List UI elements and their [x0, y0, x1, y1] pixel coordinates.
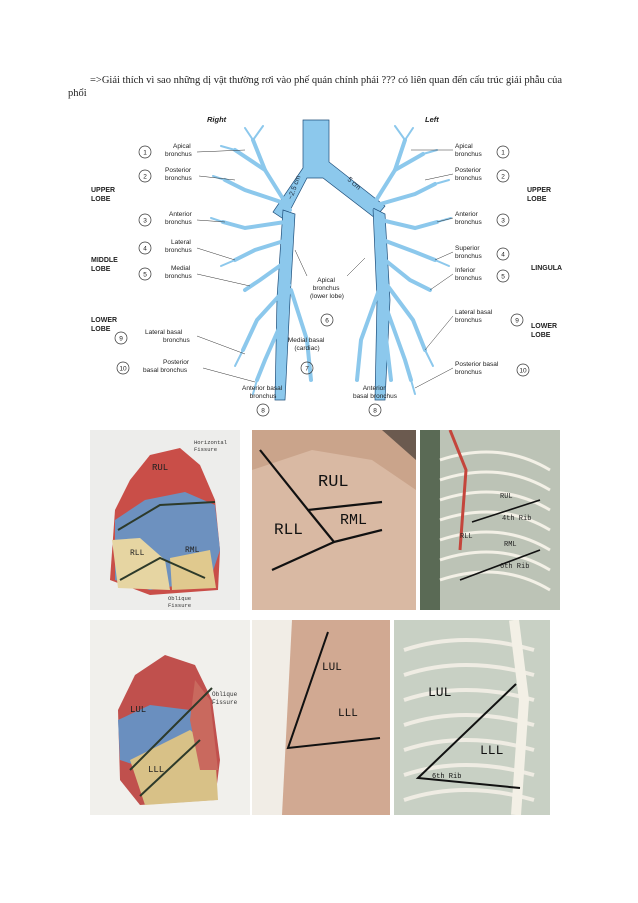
- photo5-lul: LUL: [322, 662, 342, 674]
- num-anterior-basal-right: 8: [261, 408, 265, 415]
- num-right-9: 9: [119, 336, 123, 343]
- num-left-3: 3: [501, 218, 505, 225]
- lobe-right-middle: MIDDLE LOBE: [91, 257, 120, 273]
- photo-body-right: RUL RML RLL: [252, 430, 416, 610]
- question-text: =>Giải thích vì sao những dị vật thường …: [68, 74, 568, 100]
- num-left-4: 4: [501, 252, 505, 259]
- photo6-rib6: 6th Rib: [432, 773, 461, 781]
- bronchi-tree: [273, 120, 390, 400]
- num-left-9: 9: [515, 318, 519, 325]
- photo3-rib6: 6th Rib: [500, 563, 529, 571]
- num-anterior-basal-left: 8: [373, 408, 377, 415]
- label-apical-lower: Apical bronchus (lower lobe): [310, 277, 344, 300]
- num-left-1: 1: [501, 150, 505, 157]
- photo-body-left: LUL LLL: [252, 620, 390, 815]
- photo1-rml: RML: [185, 546, 200, 555]
- label-medial-basal: Medial basal (cardiac): [288, 337, 326, 352]
- num-right-4: 4: [143, 246, 147, 253]
- photo-lung-model-right: RUL RLL RML Horizontal Fissure Oblique F…: [90, 430, 240, 610]
- photo-skeleton-right: RUL 4th Rib RML 6th Rib RLL: [420, 430, 560, 610]
- lobe-left-upper: UPPER LOBE: [527, 187, 553, 203]
- lobe-right-lower: LOWER LOBE: [91, 317, 119, 333]
- photo4-lll: LLL: [148, 765, 164, 775]
- num-right-3: 3: [143, 218, 147, 225]
- num-left-10: 10: [519, 368, 527, 375]
- photo1-oblique-fissure: Oblique Fissure: [168, 595, 194, 609]
- photo6-lll: LLL: [480, 743, 503, 758]
- lobe-left-lower: LOWER LOBE: [531, 323, 559, 339]
- side-label-right: Right: [207, 115, 227, 124]
- photo2-rul: RUL: [318, 473, 349, 492]
- photo1-rll: RLL: [130, 549, 145, 558]
- photo2-rml: RML: [340, 512, 367, 529]
- num-right-10: 10: [119, 366, 127, 373]
- label-anterior-basal-left: Anterior basal bronchus: [353, 385, 398, 400]
- photo-lung-model-left: LUL LLL Oblique Fissure: [90, 620, 250, 815]
- photo3-rul: RUL: [500, 493, 513, 501]
- photo-skeleton-left: LUL LLL 6th Rib: [394, 620, 550, 815]
- photo4-oblique-fissure: Oblique Fissure: [212, 691, 241, 706]
- photo3-rml: RML: [504, 541, 517, 549]
- num-apical-lower: 6: [325, 318, 329, 325]
- photo4-lul: LUL: [130, 705, 146, 715]
- photo6-lul: LUL: [428, 685, 451, 700]
- num-right-5: 5: [143, 272, 147, 279]
- num-left-5: 5: [501, 274, 505, 281]
- num-right-2: 2: [143, 174, 147, 181]
- photo1-rul: RUL: [152, 463, 168, 473]
- side-label-left: Left: [425, 115, 439, 124]
- photo2-rll: RLL: [274, 521, 303, 539]
- lobe-right-upper: UPPER LOBE: [91, 187, 117, 203]
- num-medial-basal: 7: [305, 366, 309, 373]
- photo3-rll: RLL: [460, 533, 473, 541]
- bronchial-tree-diagram: Right Left: [85, 110, 565, 420]
- photo5-lll: LLL: [338, 708, 358, 720]
- photo3-rib4: 4th Rib: [502, 515, 531, 523]
- num-left-2: 2: [501, 174, 505, 181]
- num-right-1: 1: [143, 150, 147, 157]
- lobe-left-lingula: LINGULA: [531, 265, 562, 272]
